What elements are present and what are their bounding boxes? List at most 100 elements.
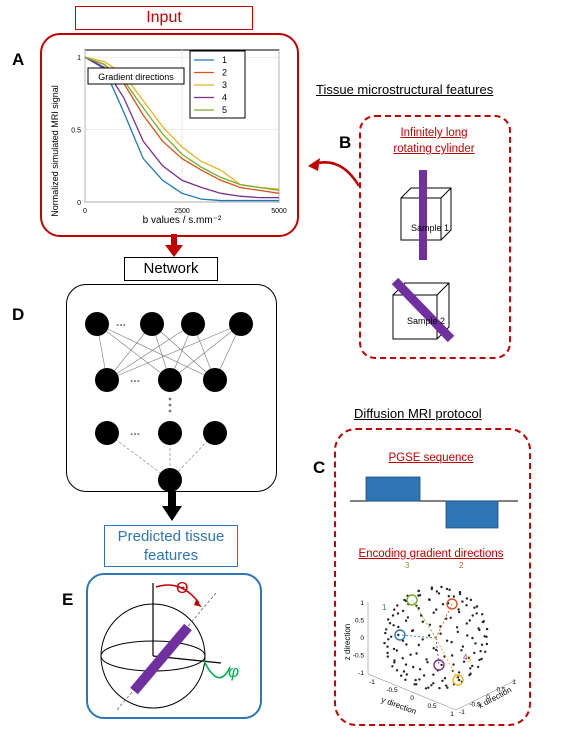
network-node [158,468,182,492]
network-node [158,368,182,392]
protocol-heading: Diffusion MRI protocol [354,406,482,421]
x-tick-label: -1 [459,709,465,716]
direction-point [383,641,386,645]
direction-point [393,661,396,664]
direction-point [393,608,396,611]
direction-point [439,625,442,628]
network-node [181,312,205,336]
direction-point [468,619,471,622]
direction-point [435,608,438,611]
direction-point [417,643,420,647]
direction-point [409,653,412,656]
legend-label-3: 3 [222,80,227,90]
direction-point [403,598,406,602]
direction-point [446,686,449,689]
direction-point [395,669,399,672]
direction-point [432,673,435,676]
x-axis-label: x direction [477,685,513,710]
network-diagram: ... ... ... [85,312,253,492]
theta-arc [155,584,200,604]
sphere-diagram: Θ φ [100,580,239,712]
z-tick-label: -0.5 [353,653,365,660]
direction-point [404,619,408,622]
marker-1 [394,629,406,641]
direction-point [400,674,403,677]
direction-point [396,612,400,615]
x-tick-label: 0.5 [496,687,505,694]
ellipsis-2: ... [130,371,140,385]
phi-label: φ [228,662,239,681]
pgse-sequence [350,476,518,529]
legend-label-1: 1 [222,55,227,65]
y-tick-label: 0.5 [71,128,81,135]
direction-point [386,655,389,658]
direction-point [410,629,414,633]
theta-label: Θ [176,580,188,597]
direction-point [458,590,462,594]
direction-point [484,650,487,653]
y-tick-label: 0 [410,695,414,702]
ellipsis-3: ... [130,424,140,438]
direction-point [465,604,468,607]
panel-label-e: E [62,590,74,609]
direction-point [457,678,461,682]
direction-point [449,616,452,619]
chart-grid [84,50,280,203]
direction-point [393,659,396,662]
direction-point [483,635,486,638]
direction-point [432,611,435,614]
input-title-box: Input [75,6,253,30]
direction-point [413,683,416,686]
direction-point [461,600,464,603]
arrow-network-to-prediction [162,492,182,521]
direction-point [468,673,471,677]
legend-label-2: 2 [222,68,227,78]
direction-point [445,617,448,620]
direction-point [397,625,400,629]
direction-point [427,686,430,689]
direction-point [440,663,443,667]
pgse-title: PGSE sequence [388,452,474,464]
direction-point [435,590,439,593]
direction-point [478,628,481,632]
direction-point [475,605,479,608]
direction-point [447,595,450,598]
direction-point [478,658,481,662]
x-tick-label: 1 [512,679,516,686]
direction-point [440,585,443,589]
network-title-box: Network [124,257,218,281]
direction-point [481,620,485,624]
encoding-title: Encoding gradient directions [358,548,504,560]
prediction-panel [86,573,262,719]
direction-point [439,632,442,635]
direction-point [469,667,472,670]
direction-point [457,610,461,614]
direction-point [441,679,444,682]
direction-point [386,651,389,655]
direction-point [445,684,448,687]
direction-point [414,678,417,682]
direction-point [485,642,489,646]
direction-point [385,628,388,631]
marker-number-5: 5 [467,655,472,664]
direction-point [402,670,406,673]
sample-2-label: Sample 2 [407,316,445,326]
direction-point [386,645,389,648]
z-axis-label: z direction [343,624,352,660]
network-connections [96,323,242,481]
direction-point [481,613,484,616]
direction-point [465,597,469,600]
direction-point [457,671,461,674]
direction-point [390,635,393,638]
chart-ylabel: Normalized simulated MRI signal [50,85,60,217]
direction-point [405,673,408,676]
direction-point [430,684,433,687]
direction-point [401,657,404,660]
sample-2-cylinder [391,277,455,343]
legend-label-5: 5 [222,105,227,115]
direction-point [425,658,428,661]
network-node [95,368,119,392]
direction-point [445,587,449,591]
marker-3 [406,594,418,606]
direction-point [462,660,466,663]
